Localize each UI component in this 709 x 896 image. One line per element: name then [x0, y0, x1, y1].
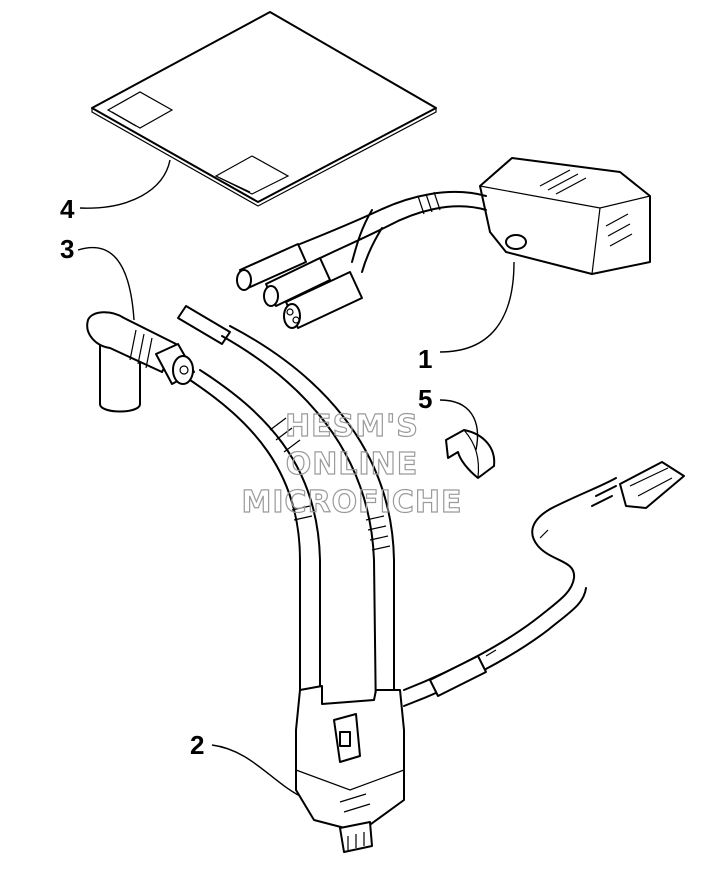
cdi-unit[interactable]	[236, 157, 651, 329]
callout-2: 2	[190, 730, 204, 760]
callout-4: 4	[60, 194, 75, 224]
callout-1: 1	[418, 344, 432, 374]
ignition-coil[interactable]	[177, 305, 685, 853]
callout-5: 5	[418, 384, 432, 414]
watermark-line-3: MICROFICHE	[242, 485, 463, 520]
wire-clip[interactable]	[445, 429, 496, 479]
watermark-line-1: HESM'S	[285, 409, 419, 444]
watermark-line-2: ONLINE	[286, 447, 419, 482]
decal-sheet[interactable]	[91, 11, 437, 207]
leader-lines	[77, 159, 515, 797]
spark-plug-cap[interactable]	[86, 311, 195, 413]
watermark: HESM'S ONLINE MICROFICHE	[241, 408, 463, 520]
callout-3: 3	[60, 234, 74, 264]
